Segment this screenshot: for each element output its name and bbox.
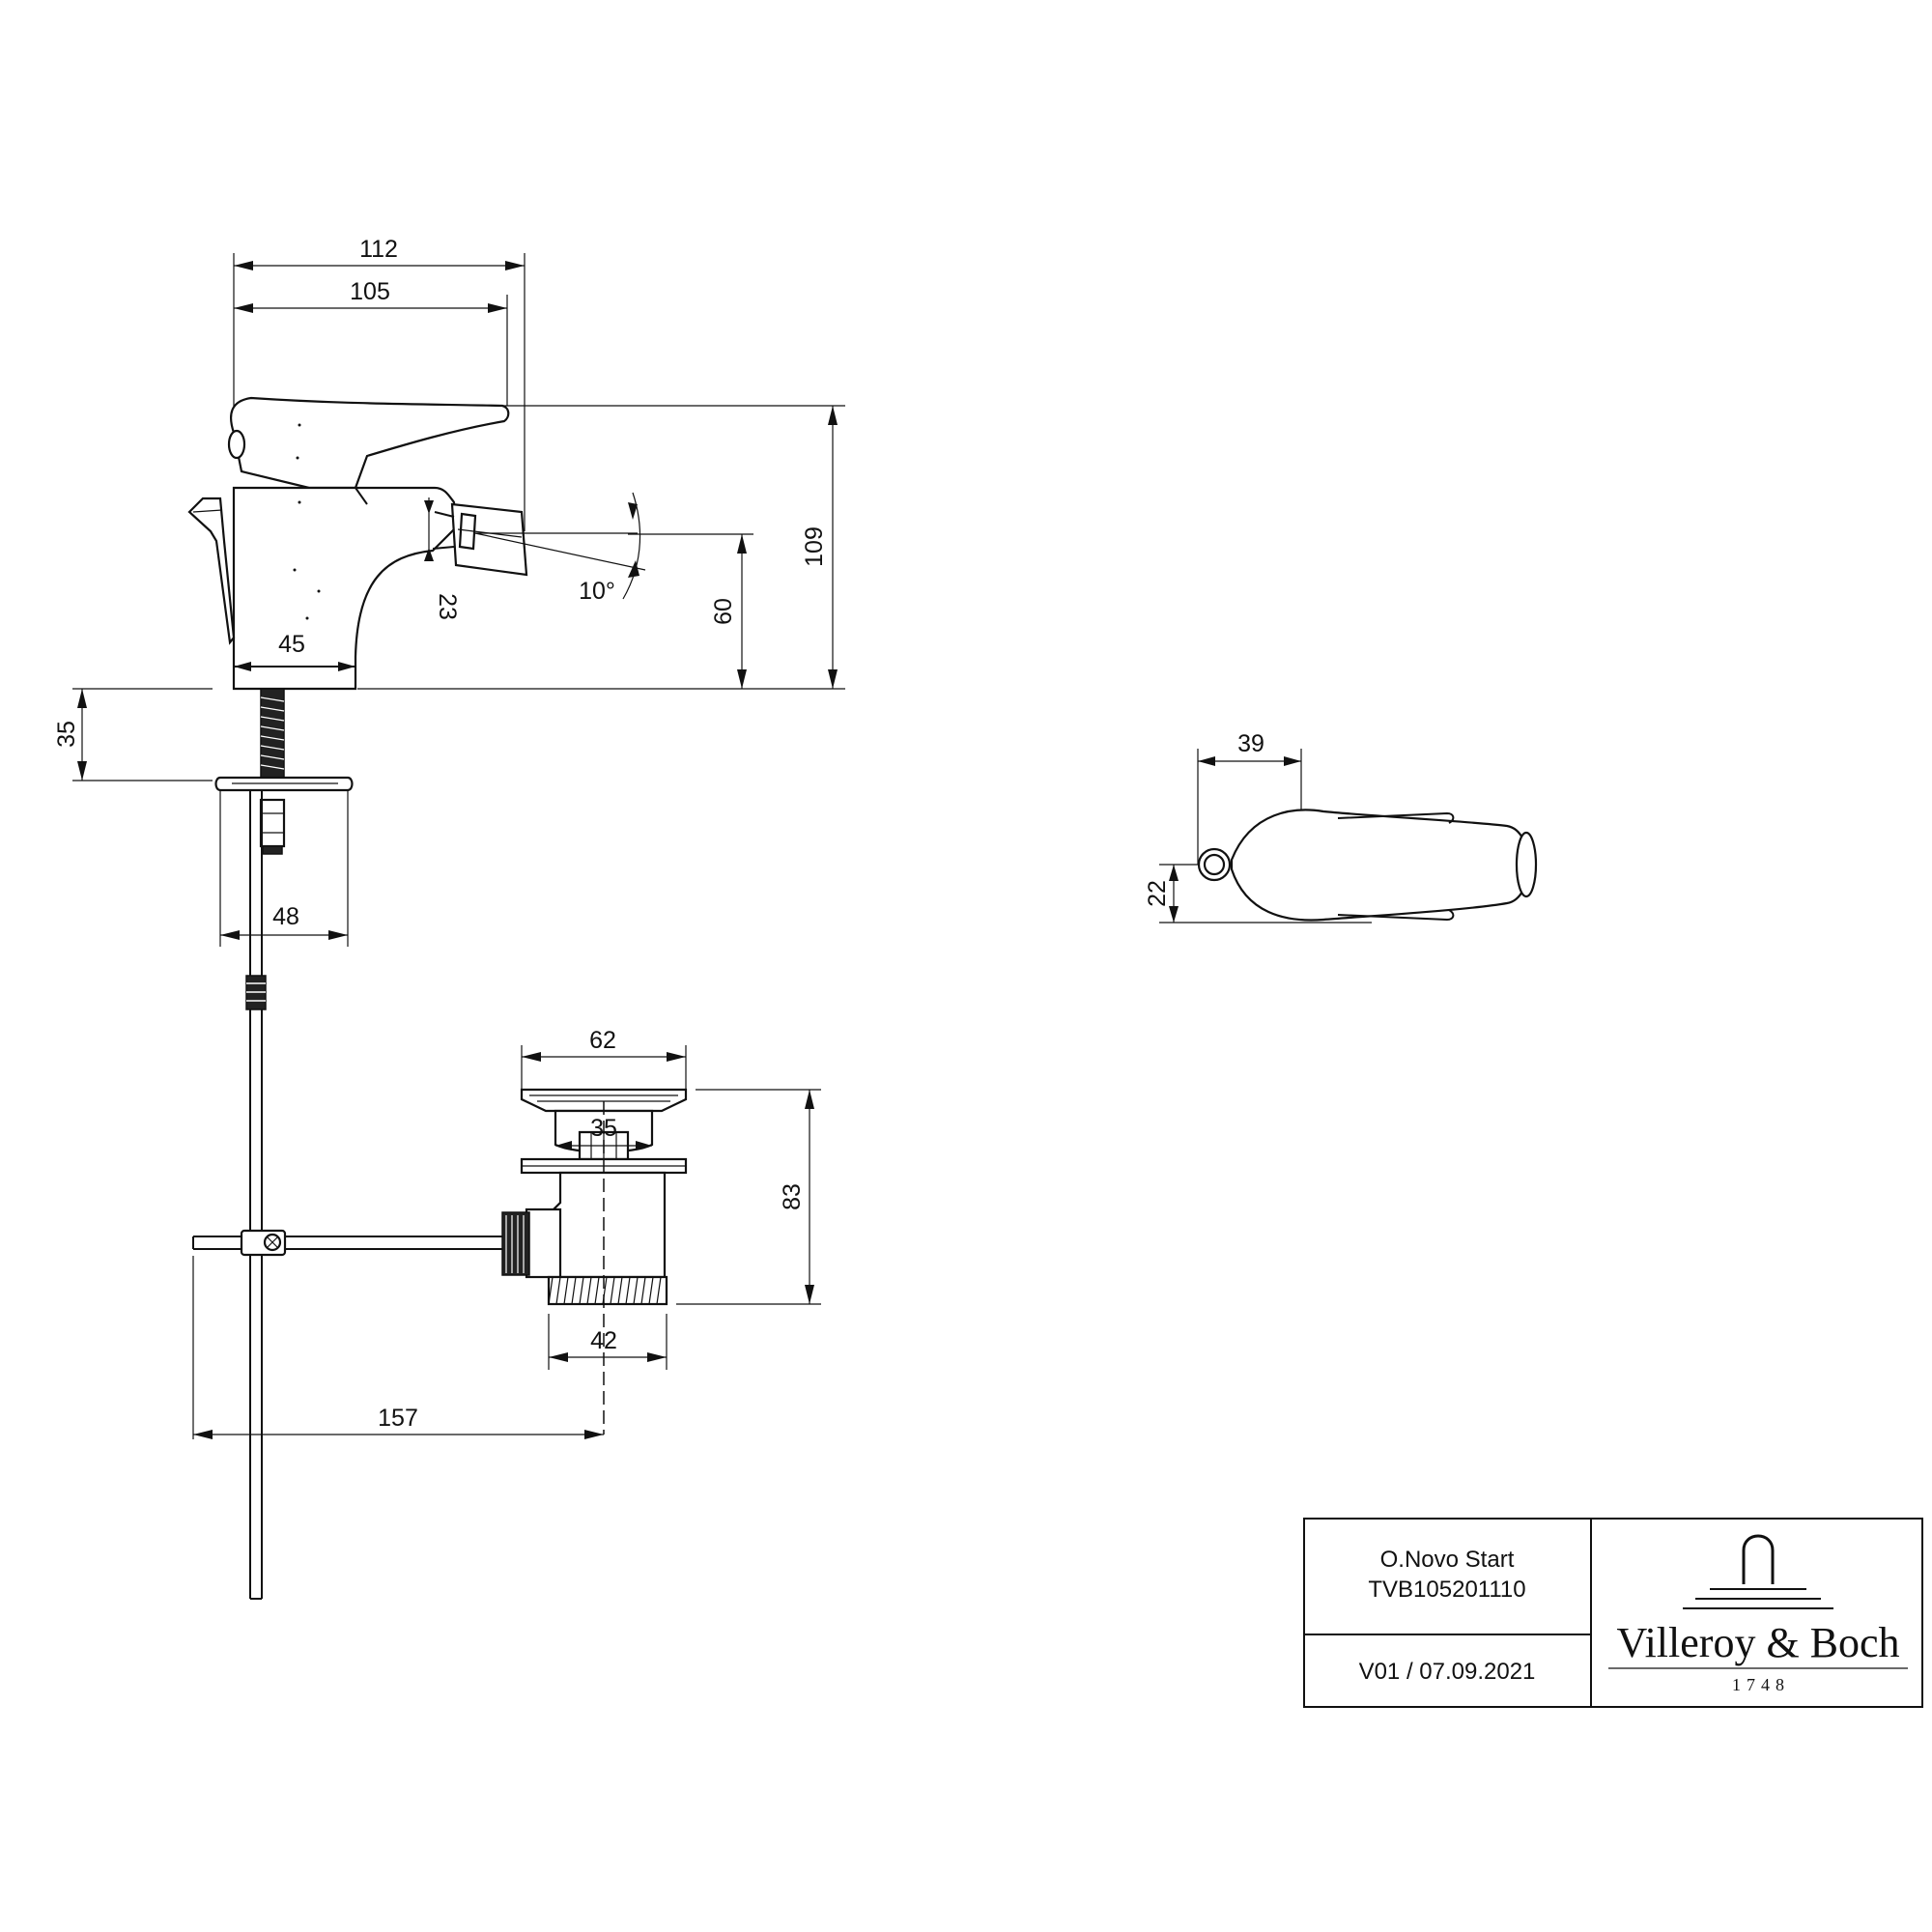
waste-fitting [192, 1088, 688, 1435]
dim-waste-plug-width: 35 [590, 1115, 617, 1142]
dim-waste-flange-width: 62 [589, 1027, 616, 1054]
dim-handle-height: 22 [1144, 880, 1171, 907]
handle-top-view [1159, 749, 1538, 923]
dim-handle-offset: 39 [1237, 730, 1264, 757]
dim-waste-height: 83 [779, 1183, 806, 1210]
dim-total-height: 109 [801, 526, 828, 567]
dim-tilt-angle: 10° [579, 578, 615, 605]
dim-overall-width: 112 [359, 236, 398, 263]
brand-year: 1748 [1732, 1675, 1790, 1694]
faucet-logo-icon [1742, 1534, 1775, 1584]
dim-thread-length: 35 [53, 721, 80, 748]
pop-up-rod [245, 790, 267, 1600]
product-name: O.Novo Start [1380, 1547, 1515, 1573]
dim-outlet-height: 60 [710, 598, 737, 625]
dimension-labels: 112 105 109 60 23 10° 45 35 48 62 35 83 … [53, 236, 1264, 1432]
threaded-shank [214, 688, 354, 855]
dim-body-width: 45 [278, 631, 305, 658]
brand-logo: Villeroy & Boch 1748 [1608, 1534, 1908, 1694]
article-number: TVB105201110 [1368, 1577, 1525, 1603]
title-block: O.Novo Start TVB105201110 V01 / 07.09.20… [1303, 1518, 1923, 1708]
mixer-side-view [187, 253, 845, 1600]
bidet-nozzle [432, 502, 528, 577]
dim-rod-length: 157 [378, 1405, 418, 1432]
dim-spout-reach: 105 [350, 278, 390, 305]
dim-waste-thread-width: 42 [590, 1327, 617, 1354]
brand-name: Villeroy & Boch [1616, 1619, 1899, 1666]
dim-base-plate-width: 48 [272, 903, 299, 930]
revision-date: V01 / 07.09.2021 [1359, 1659, 1536, 1685]
dim-nozzle-offset: 23 [434, 593, 461, 620]
dimension-lines [72, 261, 1301, 1439]
